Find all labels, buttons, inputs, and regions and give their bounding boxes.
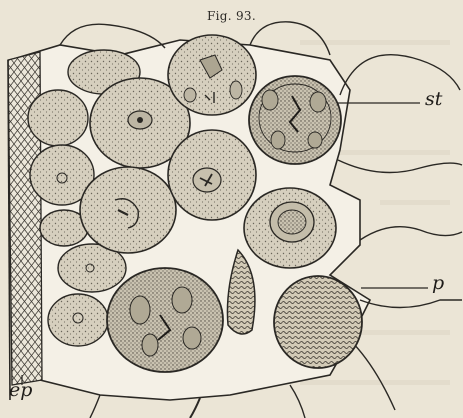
label-st: st (425, 88, 442, 110)
figure-title: Fig. 93. (0, 9, 463, 23)
label-p: p (432, 272, 444, 294)
label-ep: ep (9, 379, 32, 401)
parenchyma-cells (80, 35, 362, 372)
